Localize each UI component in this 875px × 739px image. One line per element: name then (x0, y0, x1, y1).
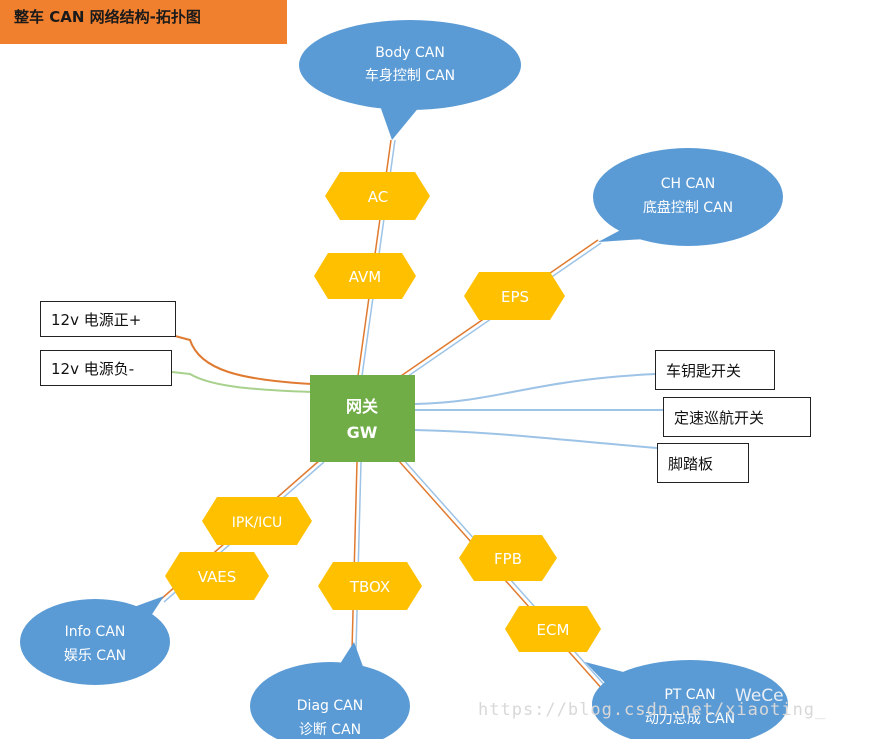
pedal-label: 脚踏板 (657, 443, 749, 483)
gateway-label-en: GW (347, 423, 378, 442)
ch-can-name: CH CAN (661, 176, 716, 192)
svg-text:AVM: AVM (349, 268, 382, 286)
svg-text:AC: AC (368, 188, 388, 206)
node-ipk-icu: IPK/ICU (202, 497, 312, 545)
wire-gw-diag (351, 461, 362, 651)
node-avm: AVM (314, 253, 416, 299)
svg-text:IPK/ICU: IPK/ICU (232, 515, 283, 531)
svg-text:VAES: VAES (198, 568, 237, 586)
svg-text:ECM: ECM (537, 621, 570, 639)
wire-power-positive (174, 335, 313, 385)
wire-power-negative (171, 371, 313, 393)
power-negative-label: 12v 电源负- (40, 350, 172, 386)
svg-text:FPB: FPB (494, 550, 522, 568)
node-tbox: TBOX (318, 562, 422, 610)
diagram-title: 整车 CAN 网络结构-拓扑图 (0, 0, 287, 44)
cruise-switch-label: 定速巡航开关 (663, 397, 811, 437)
node-eps: EPS (464, 272, 565, 320)
wire-pedal (414, 429, 658, 449)
svg-text:TBOX: TBOX (349, 578, 390, 596)
ch-can-desc: 底盘控制 CAN (643, 199, 733, 216)
body-can-name: Body CAN (375, 45, 445, 61)
power-positive-label: 12v 电源正+ (40, 301, 176, 337)
pt-can-name: PT CAN (664, 687, 715, 703)
bubble-ch-can: CH CAN 底盘控制 CAN (593, 148, 783, 246)
gateway-label-cn: 网关 (346, 397, 378, 416)
node-fpb: FPB (459, 535, 557, 581)
key-switch-label: 车钥匙开关 (655, 350, 775, 390)
bubble-diag-can: Diag CAN 诊断 CAN (250, 642, 410, 739)
info-can-name: Info CAN (65, 624, 126, 640)
body-can-desc: 车身控制 CAN (365, 67, 455, 84)
bubble-info-can: Info CAN 娱乐 CAN (20, 596, 170, 685)
bubble-pt-can: PT CAN 动力总成 CAN (585, 660, 788, 739)
info-can-desc: 娱乐 CAN (64, 648, 126, 664)
diag-can-name: Diag CAN (297, 698, 363, 714)
watermark-brand: WeCe (735, 686, 784, 706)
node-vaes: VAES (165, 552, 269, 600)
node-ac: AC (325, 172, 430, 220)
diag-can-desc: 诊断 CAN (299, 722, 361, 738)
wire-key-switch (414, 373, 656, 405)
bubble-body-can: Body CAN 车身控制 CAN (299, 20, 521, 140)
node-ecm: ECM (505, 606, 601, 652)
pt-can-desc: 动力总成 CAN (645, 711, 735, 727)
watermark-url: https://blog.csdn.net/xiaoting_ (478, 700, 827, 720)
gateway-node: 网关 GW (310, 375, 415, 462)
svg-text:EPS: EPS (501, 288, 529, 306)
